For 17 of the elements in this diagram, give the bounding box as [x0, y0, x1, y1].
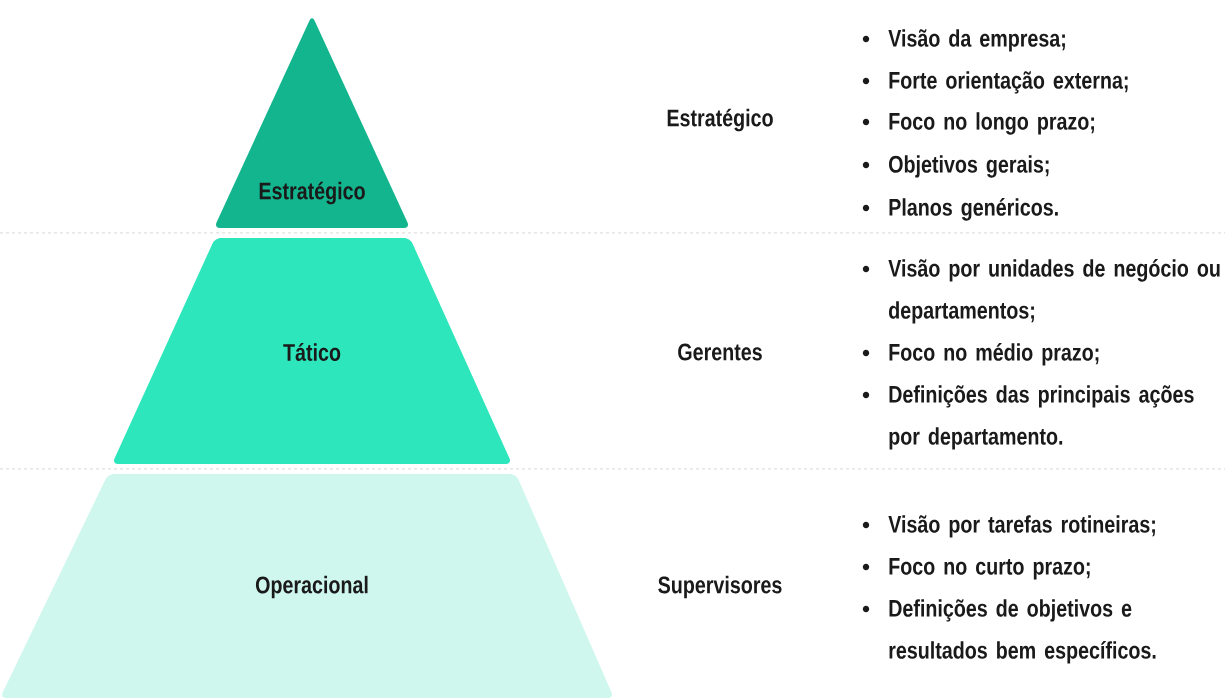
bullet-item: Visão por tarefas rotineiras;	[862, 515, 1155, 538]
level-label: Estratégico	[667, 108, 773, 132]
bullet-item: Definições das principais ações por departamento.	[862, 385, 1194, 450]
bullet-item: Planos genéricos.	[862, 198, 1058, 221]
bullet-item: Foco no longo prazo;	[862, 112, 1094, 135]
level-label: Supervisores	[658, 575, 782, 599]
bullet-item: Forte orientação externa;	[862, 71, 1128, 94]
bullet-item: Foco no médio prazo;	[862, 343, 1099, 366]
bullet-item: Objetivos gerais;	[862, 155, 1049, 178]
bullet-item: Definições de objetivos e resultados bem específicos.	[862, 599, 1156, 664]
level-label: Gerentes	[678, 343, 762, 361]
bullet-item: Visão por unidades de negócio ou departamentos;	[862, 259, 1220, 324]
pyramid-tier: Estratégico	[216, 18, 408, 228]
bullet-item: Visão da empresa;	[862, 29, 1065, 52]
bullet-item: Foco no curto prazo;	[862, 558, 1090, 580]
pyramid-tier: Tático	[114, 238, 511, 464]
pyramid-tier: Operacional	[2, 474, 613, 698]
